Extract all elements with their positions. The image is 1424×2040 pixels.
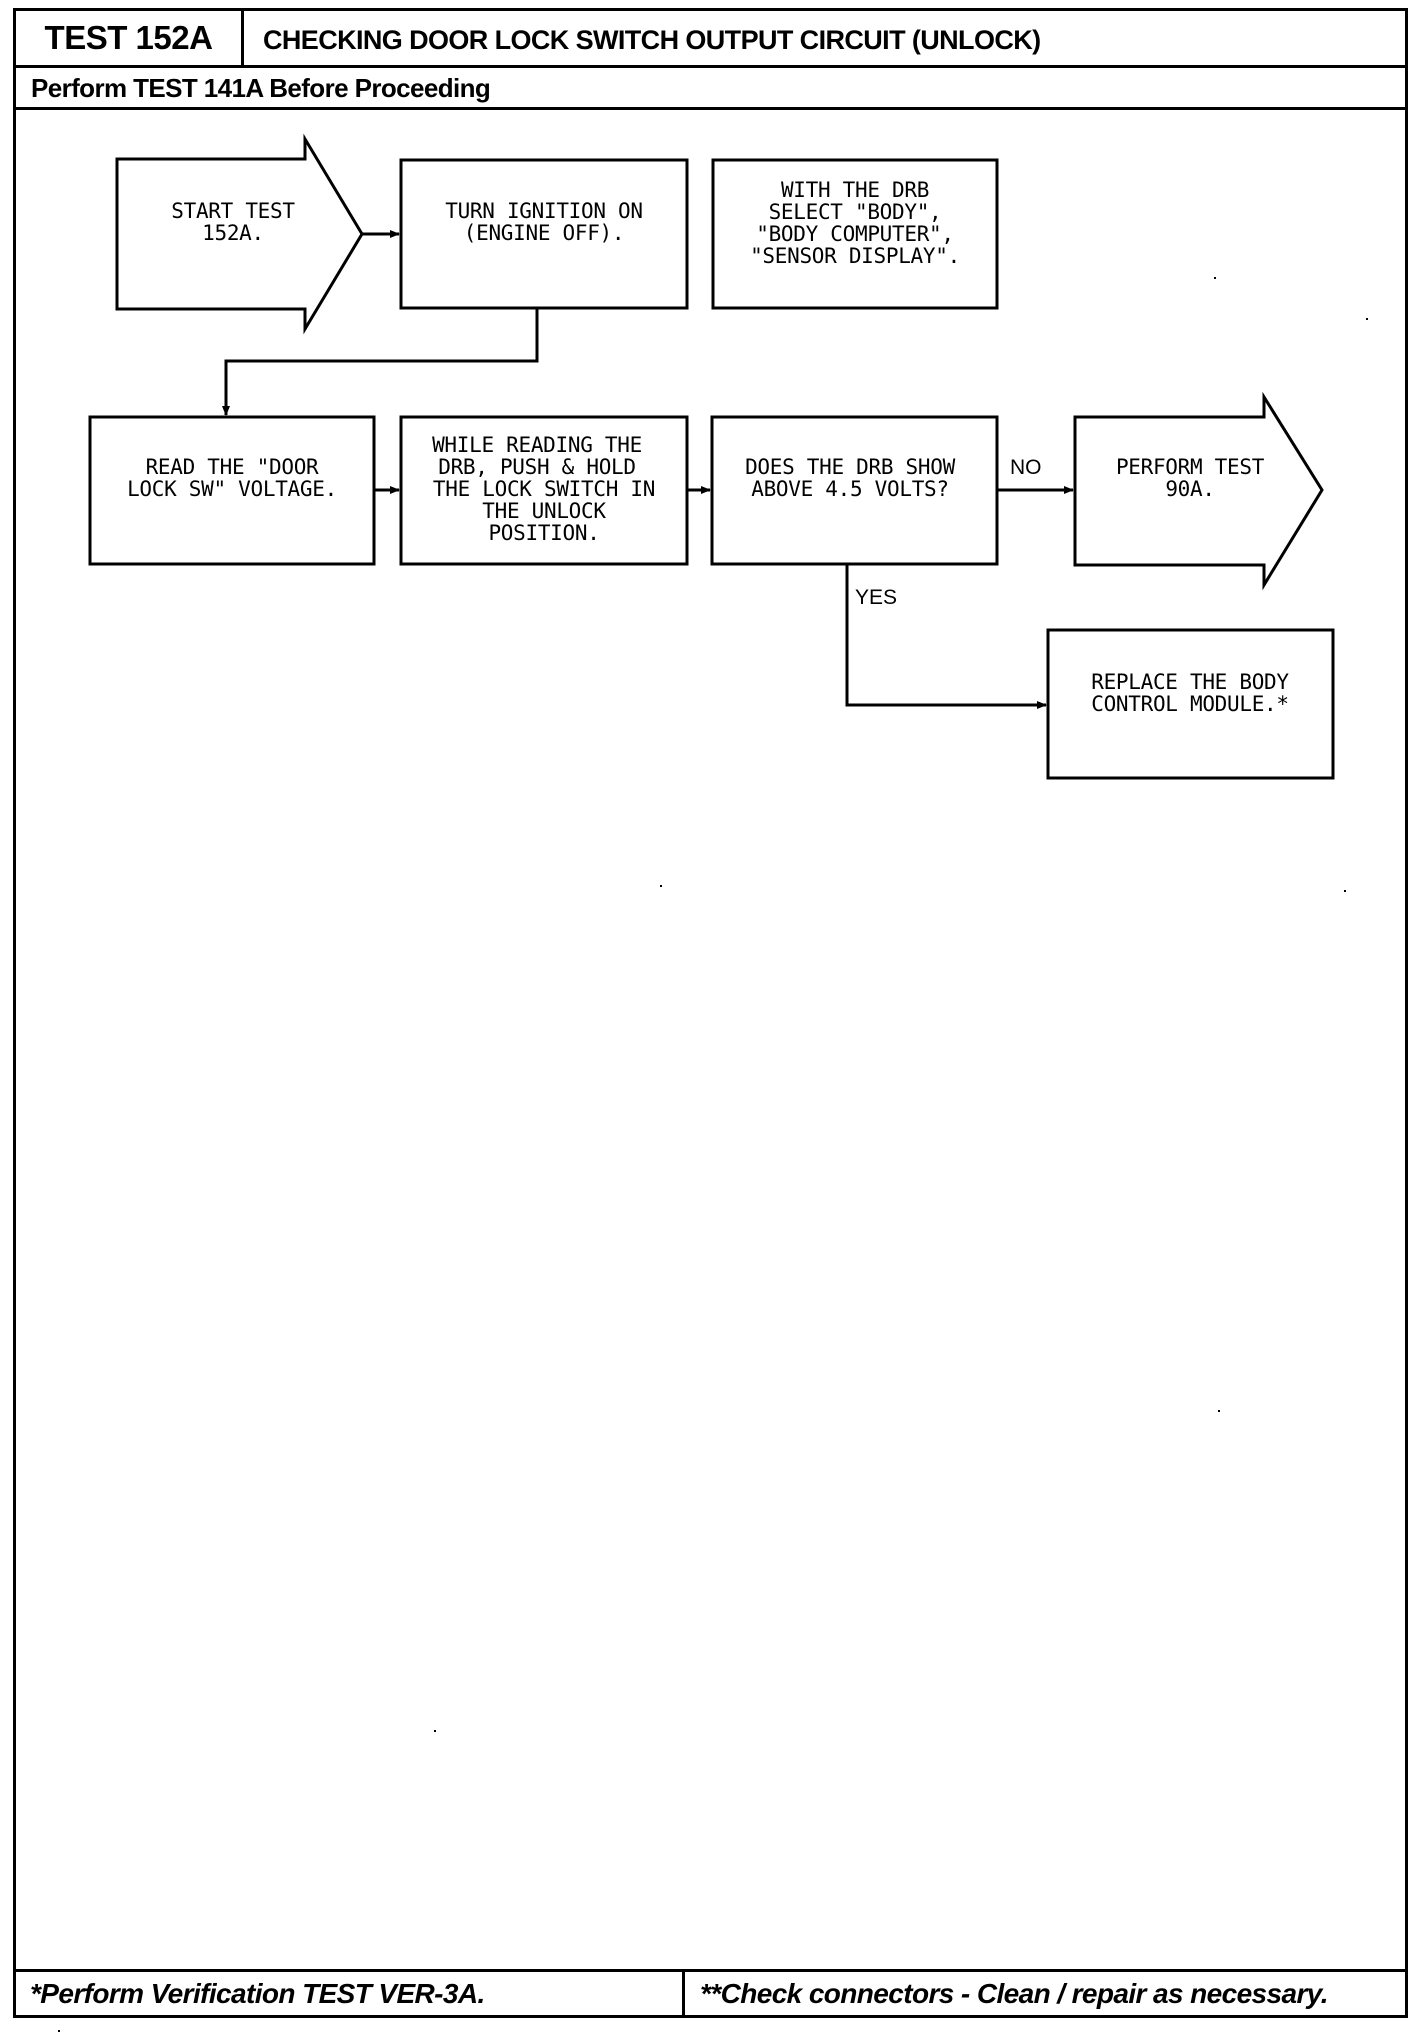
speck: [1344, 890, 1346, 892]
page-frame: [13, 8, 1408, 2018]
drb-select-line-4: "SENSOR DISPLAY".: [750, 244, 960, 268]
footer-verification-note: *Perform Verification TEST VER-3A.: [30, 1978, 485, 2009]
push-hold-line-4: THE UNLOCK: [482, 499, 606, 523]
replace-bcm-line-2: CONTROL MODULE.*: [1091, 692, 1289, 716]
start-line-1: START TEST: [171, 199, 295, 223]
push-hold-box: WHILE READING THE DRB, PUSH & HOLD THE L…: [399, 415, 689, 566]
subheader-divider: [16, 107, 1408, 110]
read-voltage-line-2: LOCK SW" VOLTAGE.: [127, 477, 337, 501]
page-title: CHECKING DOOR LOCK SWITCH OUTPUT CIRCUIT…: [263, 24, 1041, 55]
ignition-line-2: (ENGINE OFF).: [464, 221, 624, 245]
speck: [1218, 1410, 1220, 1412]
start-node: START TEST 152A.: [115, 133, 364, 335]
perform-90a-line-1: PERFORM TEST: [1116, 455, 1265, 479]
decision-line-2: ABOVE 4.5 VOLTS?: [751, 477, 949, 501]
replace-bcm-box: REPLACE THE BODY CONTROL MODULE.*: [1046, 628, 1335, 780]
label-no: NO: [1010, 456, 1042, 479]
push-hold-line-1: WHILE READING THE: [432, 433, 642, 457]
arrow-decision-yes: [845, 564, 1047, 709]
drb-select-line-3: "BODY COMPUTER",: [756, 222, 954, 246]
footer-divider: [16, 1969, 1408, 1972]
ignition-on-box: TURN IGNITION ON (ENGINE OFF).: [399, 158, 689, 310]
drb-select-line-2: SELECT "BODY",: [769, 200, 942, 224]
speck: [660, 885, 662, 887]
push-hold-line-5: POSITION.: [488, 521, 599, 545]
replace-bcm-line-1: REPLACE THE BODY: [1091, 670, 1289, 694]
speck: [58, 2030, 60, 2032]
start-line-2: 152A.: [202, 221, 264, 245]
prerequisite-note: Perform TEST 141A Before Proceeding: [31, 72, 491, 103]
read-voltage-line-1: READ THE "DOOR: [146, 455, 319, 479]
decision-box: DOES THE DRB SHOW ABOVE 4.5 VOLTS?: [710, 415, 999, 566]
drb-select-line-1: WITH THE DRB: [781, 178, 929, 202]
ignition-line-1: TURN IGNITION ON: [445, 199, 643, 223]
connectors: [222, 230, 1074, 709]
speck: [1366, 318, 1368, 320]
decision-line-1: DOES THE DRB SHOW: [745, 455, 955, 479]
header-divider: [16, 65, 1408, 68]
footer-connector-note: **Check connectors - Clean / repair as n…: [700, 1978, 1328, 2009]
push-hold-line-2: DRB, PUSH & HOLD: [438, 455, 636, 479]
push-hold-line-3: THE LOCK SWITCH IN: [433, 477, 655, 501]
speck: [434, 1730, 436, 1732]
speck: [1214, 277, 1216, 279]
arrow-ignition-to-read: [222, 308, 539, 416]
label-yes: YES: [855, 586, 897, 609]
perform-90a-node: PERFORM TEST 90A.: [1073, 391, 1324, 591]
footer-column-divider: [682, 1972, 685, 2018]
perform-90a-line-2: 90A.: [1165, 477, 1214, 501]
read-voltage-box: READ THE "DOOR LOCK SW" VOLTAGE.: [88, 415, 376, 566]
drb-select-box: WITH THE DRB SELECT "BODY", "BODY COMPUT…: [711, 158, 999, 310]
